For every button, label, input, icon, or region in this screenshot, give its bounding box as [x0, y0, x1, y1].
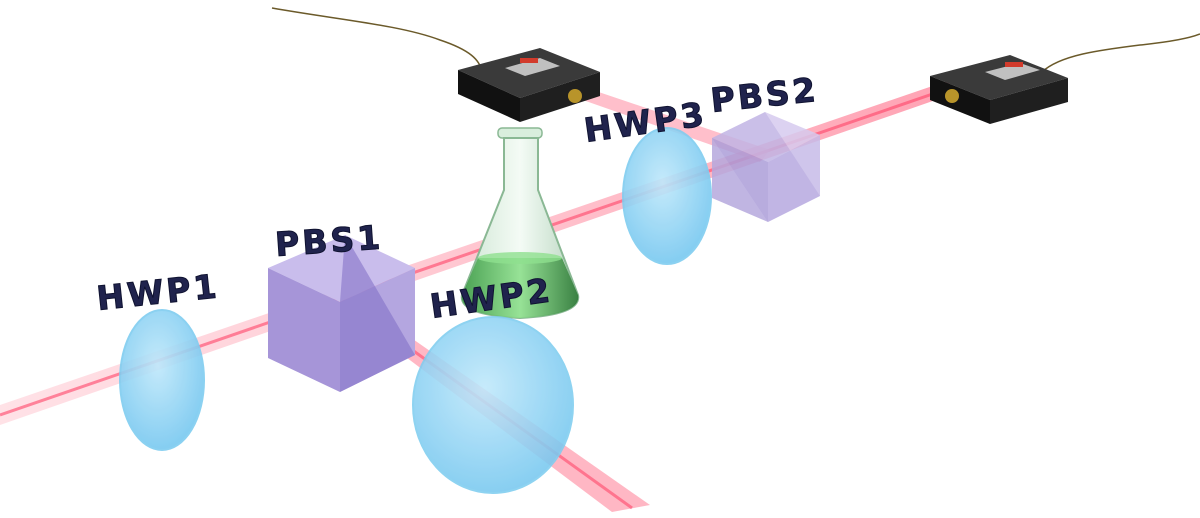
label-pbs1: PBS1	[274, 218, 385, 264]
label-hwp1: HWP1	[95, 266, 222, 318]
fiber-cable-left	[272, 8, 482, 72]
half-wave-plate-2	[413, 317, 573, 493]
laser-device-left	[458, 48, 600, 122]
label-pbs2: PBS2	[709, 70, 821, 120]
fiber-cable-right	[1042, 34, 1200, 72]
polarizing-beam-splitter-2	[712, 112, 820, 222]
laser-device-right	[930, 55, 1068, 124]
half-wave-plate-3	[623, 128, 711, 264]
half-wave-plate-1	[120, 310, 204, 450]
